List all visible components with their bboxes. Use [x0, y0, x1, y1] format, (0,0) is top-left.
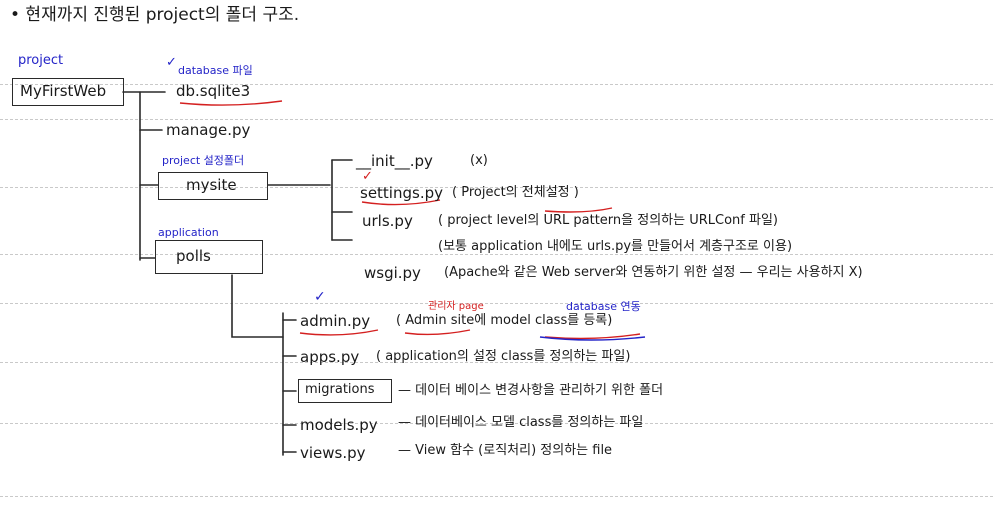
polls-annotation: application — [158, 226, 219, 239]
mysite-file-name: wsgi.py — [364, 264, 421, 282]
mysite-file-desc: ( Project의 전체설정 ) — [452, 185, 579, 200]
polls-folder-box — [155, 240, 263, 274]
mysite-file-name: __init__.py — [356, 152, 433, 170]
db-annotation: database 파일 — [178, 64, 253, 77]
page-title: • 현재까지 진행된 project의 폴더 구조. — [10, 5, 300, 25]
polls-file-desc: — 데이터베이스 모델 class를 정의하는 파일 — [398, 415, 644, 430]
ruled-line — [0, 119, 993, 120]
mysite-file-name: settings.py — [360, 184, 443, 202]
root-folder-label: MyFirstWeb — [20, 82, 107, 100]
migrations-folder-box — [298, 379, 392, 403]
polls-file-name: views.py — [300, 444, 366, 462]
polls-folder-label: polls — [176, 247, 211, 265]
check-icon: ✓ — [314, 289, 326, 305]
polls-file-desc: — 데이터 베이스 변경사항을 관리하기 위한 폴더 — [398, 383, 664, 398]
mysite-file-name: urls.py — [362, 212, 413, 230]
database-note: database 연동 — [566, 300, 641, 313]
mysite-file-desc: ( project level의 URL pattern을 정의하는 URLCo… — [438, 213, 778, 228]
db-file-label: db.sqlite3 — [176, 82, 251, 100]
polls-file-name: migrations — [305, 382, 375, 397]
polls-file-name: admin.py — [300, 312, 371, 330]
root-folder-box — [12, 78, 124, 106]
ruled-line — [0, 187, 993, 188]
ruled-line — [0, 362, 993, 363]
polls-file-desc: ( Admin site에 model class를 등록) — [396, 313, 613, 328]
mysite-annotation: project 설정폴더 — [162, 154, 245, 167]
polls-file-desc: ( application의 설정 class를 정의하는 파일) — [376, 349, 631, 364]
ruled-line — [0, 303, 993, 304]
check-icon: ✓ — [362, 169, 373, 184]
polls-file-name: models.py — [300, 416, 378, 434]
admin-note: 관리자 page — [428, 301, 484, 312]
mysite-file-desc: (x) — [470, 153, 488, 168]
ruled-line — [0, 423, 993, 424]
mysite-file-desc: (보통 application 내에도 urls.py를 만들어서 계층구조로 … — [438, 239, 793, 254]
ruled-line — [0, 254, 993, 255]
root-annotation: project — [18, 53, 64, 68]
mysite-file-desc: (Apache와 같은 Web server와 연동하기 위한 설정 — 우리는… — [444, 265, 863, 280]
check-icon: ✓ — [166, 55, 177, 70]
mysite-folder-label: mysite — [186, 176, 237, 194]
ruled-line — [0, 496, 993, 497]
mysite-folder-box — [158, 172, 268, 200]
polls-file-desc: — View 함수 (로직처리) 정의하는 file — [398, 443, 613, 458]
manage-file-label: manage.py — [166, 121, 251, 139]
polls-file-name: apps.py — [300, 348, 360, 366]
ruled-line — [0, 84, 993, 85]
